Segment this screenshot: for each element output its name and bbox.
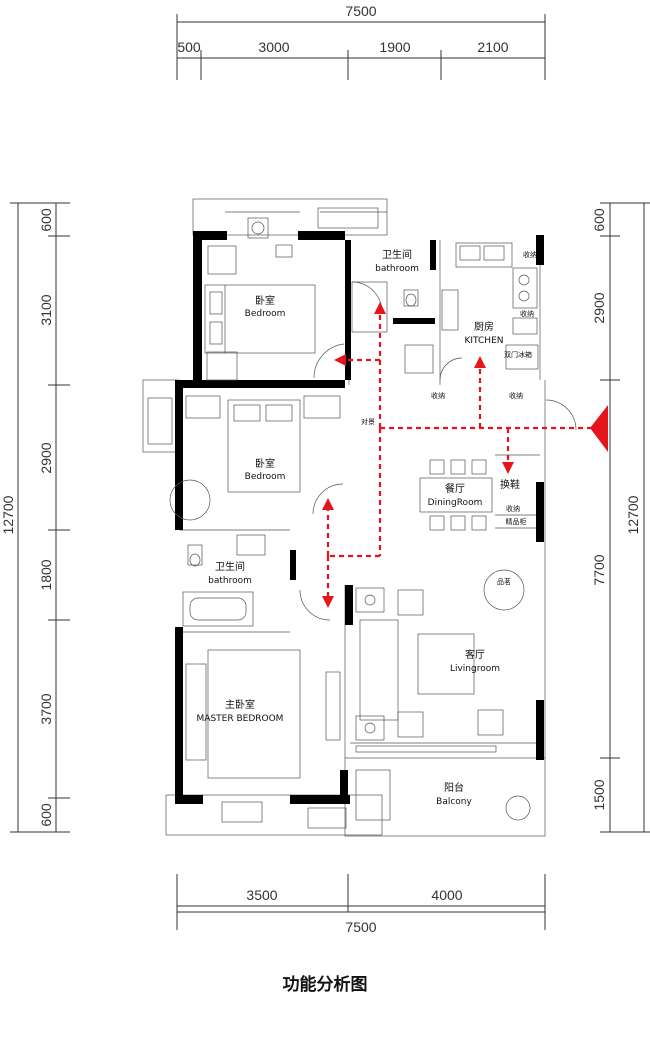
- label-bedroom-north-cn: 卧室: [255, 294, 275, 307]
- dimension-left: 12700 600 3100 2900 1800 3700 600: [0, 202, 70, 833]
- circulation-flow: [322, 302, 608, 608]
- dimension-bottom: 3500 4000 7500: [176, 874, 546, 935]
- label-storage-4: 收纳: [509, 391, 523, 400]
- flow-arrowhead-bathroom: [374, 302, 386, 314]
- label-dining-en: DiningRoom: [428, 498, 483, 508]
- label-balcony-en: Balcony: [436, 797, 472, 807]
- dim-left-seg-3: 2900: [38, 442, 54, 473]
- bed-north-bedroom: [204, 284, 316, 354]
- dim-left-seg-2: 3100: [38, 294, 54, 325]
- bed-middle-bedroom: [227, 399, 301, 493]
- label-storage-1: 收纳: [523, 250, 537, 259]
- dim-bottom-seg-1: 3500: [246, 887, 277, 903]
- label-dining-cn: 餐厅: [445, 482, 465, 495]
- flow-arrowhead-master: [322, 596, 334, 608]
- dim-right-seg-2: 2900: [591, 292, 607, 323]
- dimension-top: 7500 500 3000 1900 2100: [176, 3, 546, 80]
- flow-arrowhead-bedroom-north: [334, 354, 346, 366]
- dim-top-seg-3: 1900: [379, 39, 410, 55]
- dim-right-seg-1: 600: [591, 208, 607, 232]
- dim-top-total: 7500: [345, 3, 376, 19]
- dim-bottom-total: 7500: [345, 919, 376, 935]
- label-storage-3: 收纳: [431, 391, 445, 400]
- dim-left-total: 12700: [0, 495, 16, 534]
- bed-master-bedroom: [207, 649, 301, 779]
- flow-arrowhead-kitchen: [474, 356, 486, 368]
- dim-top-seg-1: 500: [177, 39, 201, 55]
- desk-chair-middle: [169, 479, 211, 521]
- dim-right-seg-4: 1500: [591, 779, 607, 810]
- dim-right-total: 12700: [625, 495, 641, 534]
- label-bedroom-middle-en: Bedroom: [245, 472, 286, 482]
- label-master-cn: 主卧室: [225, 698, 255, 711]
- bathtub: [182, 591, 254, 627]
- room-labels: 卧室 Bedroom 卫生间 bathroom 厨房 KITCHEN 卧室 Be…: [197, 248, 520, 807]
- flow-arrowhead-bedroom-middle: [322, 498, 334, 510]
- dim-left-seg-6: 600: [38, 803, 54, 827]
- label-bathroom-north-en: bathroom: [375, 264, 419, 274]
- dim-top-seg-4: 2100: [477, 39, 508, 55]
- sofa: [359, 619, 399, 721]
- dining-table: [419, 477, 493, 513]
- coffee-table: [417, 633, 475, 695]
- furniture: [147, 207, 577, 829]
- walls: [175, 231, 544, 804]
- flow-arrowhead-shoe: [502, 462, 514, 474]
- label-living-cn: 客厅: [465, 648, 485, 661]
- dim-top-seg-2: 3000: [258, 39, 289, 55]
- entrance-marker-icon: [590, 405, 608, 452]
- dim-right-seg-3: 7700: [591, 554, 607, 585]
- label-tea: 品茗: [497, 577, 511, 586]
- label-kitchen-en: KITCHEN: [465, 336, 504, 346]
- dimension-right: 600 2900 7700 1500 12700: [591, 202, 650, 833]
- label-storage-5: 收纳: [506, 504, 520, 513]
- label-storage-2: 收纳: [520, 309, 534, 318]
- label-shoe-change: 换鞋: [500, 478, 520, 491]
- label-view-wall: 对景: [361, 417, 375, 426]
- dim-bottom-seg-2: 4000: [431, 887, 462, 903]
- label-balcony-cn: 阳台: [444, 781, 464, 794]
- label-bathroom-south-en: bathroom: [208, 576, 252, 586]
- tea-table: [483, 569, 525, 611]
- label-bathroom-north-cn: 卫生间: [382, 248, 412, 261]
- outline-lines: [142, 198, 546, 837]
- label-master-en: MASTER BEDROOM: [197, 714, 284, 724]
- diagram-caption: 功能分析图: [282, 975, 368, 995]
- dim-left-seg-5: 3700: [38, 693, 54, 724]
- dim-left-seg-4: 1800: [38, 559, 54, 590]
- label-bedroom-north-en: Bedroom: [245, 309, 286, 319]
- label-fridge: 双门冰箱: [504, 350, 532, 359]
- dim-left-seg-1: 600: [38, 208, 54, 232]
- label-bathroom-south-cn: 卫生间: [215, 560, 245, 573]
- label-living-en: Livingroom: [450, 664, 500, 674]
- label-display-cabinet: 精品柜: [506, 517, 527, 526]
- small-labels: 收纳 收纳 收纳 收纳 收纳 双门冰箱 对景 精品柜 品茗: [361, 250, 537, 586]
- label-bedroom-middle-cn: 卧室: [255, 457, 275, 470]
- label-kitchen-cn: 厨房: [474, 320, 494, 333]
